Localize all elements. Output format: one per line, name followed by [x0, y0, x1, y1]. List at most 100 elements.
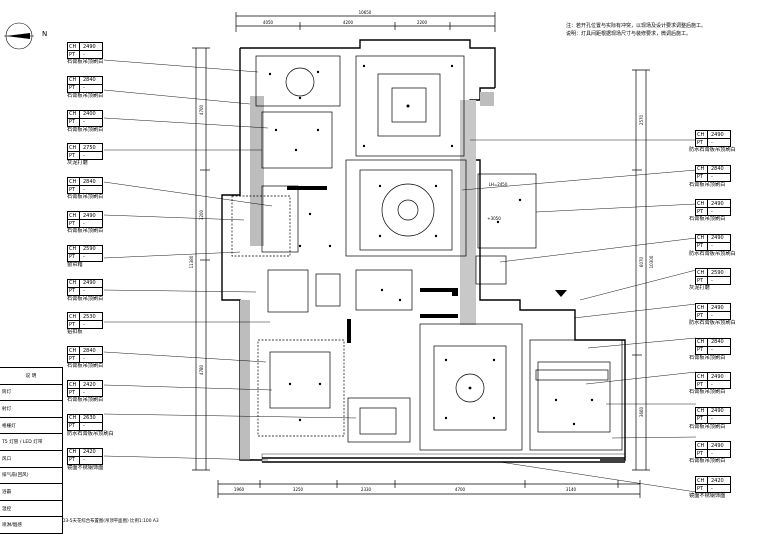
tag-material-name: 石膏板吊顶刷白	[67, 363, 104, 370]
tag-ch-key: CH	[68, 414, 80, 422]
tag-pt-key: PT	[696, 242, 708, 250]
drawing-caption: D3-5天花综合布置图(吊顶平面图) 比例1:100 A3	[62, 519, 159, 524]
tag-material-name: 石膏板吊顶刷白	[689, 389, 726, 396]
tag-pt-key: PT	[68, 84, 80, 92]
tag-material-name: 石膏板吊顶刷白	[67, 92, 104, 99]
tag-ch-key: CH	[696, 407, 708, 415]
tag-ch-key: CH	[68, 245, 80, 253]
tag-ch-key: CH	[68, 43, 80, 50]
legend-row: 筒灯	[0, 383, 62, 401]
tag-ch-value: 2490	[83, 212, 96, 219]
tag-material-name: 灰泥打磨	[67, 160, 88, 167]
tag-pt-value: -	[83, 288, 85, 295]
dim-bottom-3: 2330	[361, 487, 372, 492]
dim-right-total: 10300	[649, 255, 654, 268]
legend-row: 浴霸	[0, 483, 62, 500]
floor-label-1: LH=2450	[489, 182, 508, 187]
tag-pt-value: -	[711, 139, 713, 146]
dim-top-total: 10650	[359, 10, 372, 15]
tag-ch-value: 2590	[711, 269, 724, 276]
tag-pt-key: PT	[696, 415, 708, 423]
legend-row: 风口	[0, 449, 62, 467]
tag-pt-value: -	[711, 416, 713, 423]
dim-top-1: 4050	[263, 20, 274, 25]
tag-material-name: 防水石膏板吊顶刷白	[689, 320, 736, 326]
drawing-notes: 注：若开孔位置与实际有冲突，以现场及设计要求调整后施工。 说明：灯具间距根据现场…	[566, 22, 706, 38]
tag-pt-value: -	[83, 389, 85, 396]
tag-material-name: 镜面不锈钢饰面	[67, 464, 104, 471]
tag-ch-key: CH	[696, 131, 708, 138]
tag-material-name: 石膏板吊顶刷白	[67, 126, 104, 133]
tag-pt-key: PT	[696, 277, 708, 285]
tag-ch-key: CH	[696, 442, 708, 450]
tag-ch-value: 2840	[83, 178, 96, 185]
tag-pt-value: -	[711, 381, 713, 388]
tag-pt-value: -	[83, 321, 85, 328]
tag-pt-value: -	[711, 450, 713, 457]
tag-pt-value: -	[83, 254, 85, 261]
tag-ch-value: 2840	[83, 347, 96, 354]
tag-pt-key: PT	[696, 381, 708, 389]
tag-material-name: 石膏板吊顶刷白	[67, 194, 104, 201]
tag-pt-key: PT	[696, 173, 708, 181]
tag-pt-value: -	[83, 51, 85, 58]
legend-row: T5 灯管 / LED 灯带	[0, 433, 62, 450]
tag-pt-value: -	[83, 423, 85, 430]
tag-material-name: 石膏板吊顶刷白	[689, 216, 726, 223]
tag-pt-value: -	[711, 208, 713, 215]
tag-pt-key: PT	[68, 253, 80, 261]
tag-ch-key: CH	[696, 338, 708, 346]
tag-pt-key: PT	[68, 422, 80, 430]
dim-left-total: 11380	[189, 255, 194, 268]
tag-ch-value: 2400	[83, 111, 96, 118]
tag-material-name: 防水石膏板吊顶刷白	[689, 250, 736, 257]
tag-pt-key: PT	[696, 312, 708, 319]
tag-ch-value: 2630	[83, 415, 96, 422]
tag-pt-value: -	[711, 243, 713, 250]
tag-pt-key: PT	[68, 118, 80, 126]
legend-row: 排气扇(回风)	[0, 466, 62, 484]
dim-bottom-2: 3250	[293, 487, 304, 492]
tag-material-name: 石膏板吊顶刷白	[67, 295, 104, 302]
tag-pt-value: -	[711, 312, 713, 319]
tag-ch-key: CH	[696, 269, 708, 277]
tag-ch-key: CH	[68, 110, 80, 118]
tag-ch-value: 2490	[711, 200, 724, 207]
tag-material-name: 窗帘箱	[67, 261, 83, 268]
tag-pt-value: -	[711, 174, 713, 181]
tag-ch-key: CH	[68, 76, 80, 84]
tag-pt-key: PT	[68, 220, 80, 227]
tag-pt-value: -	[711, 347, 713, 354]
dim-left-3: 4780	[199, 364, 204, 375]
tag-pt-value: -	[83, 355, 85, 362]
tag-material-name: 灰泥打磨	[689, 285, 710, 292]
tag-ch-key: CH	[68, 347, 80, 355]
tag-ch-value: 2490	[711, 408, 724, 415]
tag-ch-value: 2750	[83, 144, 96, 151]
tag-pt-value: -	[83, 152, 85, 159]
tag-ch-key: CH	[68, 144, 80, 152]
tag-pt-value: -	[83, 186, 85, 193]
tag-material-name: 石膏板吊顶刷白	[67, 228, 104, 234]
note-line-2: 说明：灯具间距根据现场尺寸与装修要求，微调后施工。	[566, 31, 692, 37]
dim-left-1: 4700	[199, 104, 204, 115]
tag-material-name: 石膏板吊顶刷白	[67, 397, 104, 403]
note-line-1: 注：若开孔位置与实际有冲突，以现场及设计要求调整后施工。	[566, 23, 707, 29]
tag-pt-key: PT	[696, 346, 708, 354]
tag-ch-value: 2840	[711, 166, 724, 173]
dim-top-3: 2200	[417, 20, 428, 25]
tag-material-name: 铝扣板	[67, 329, 83, 336]
